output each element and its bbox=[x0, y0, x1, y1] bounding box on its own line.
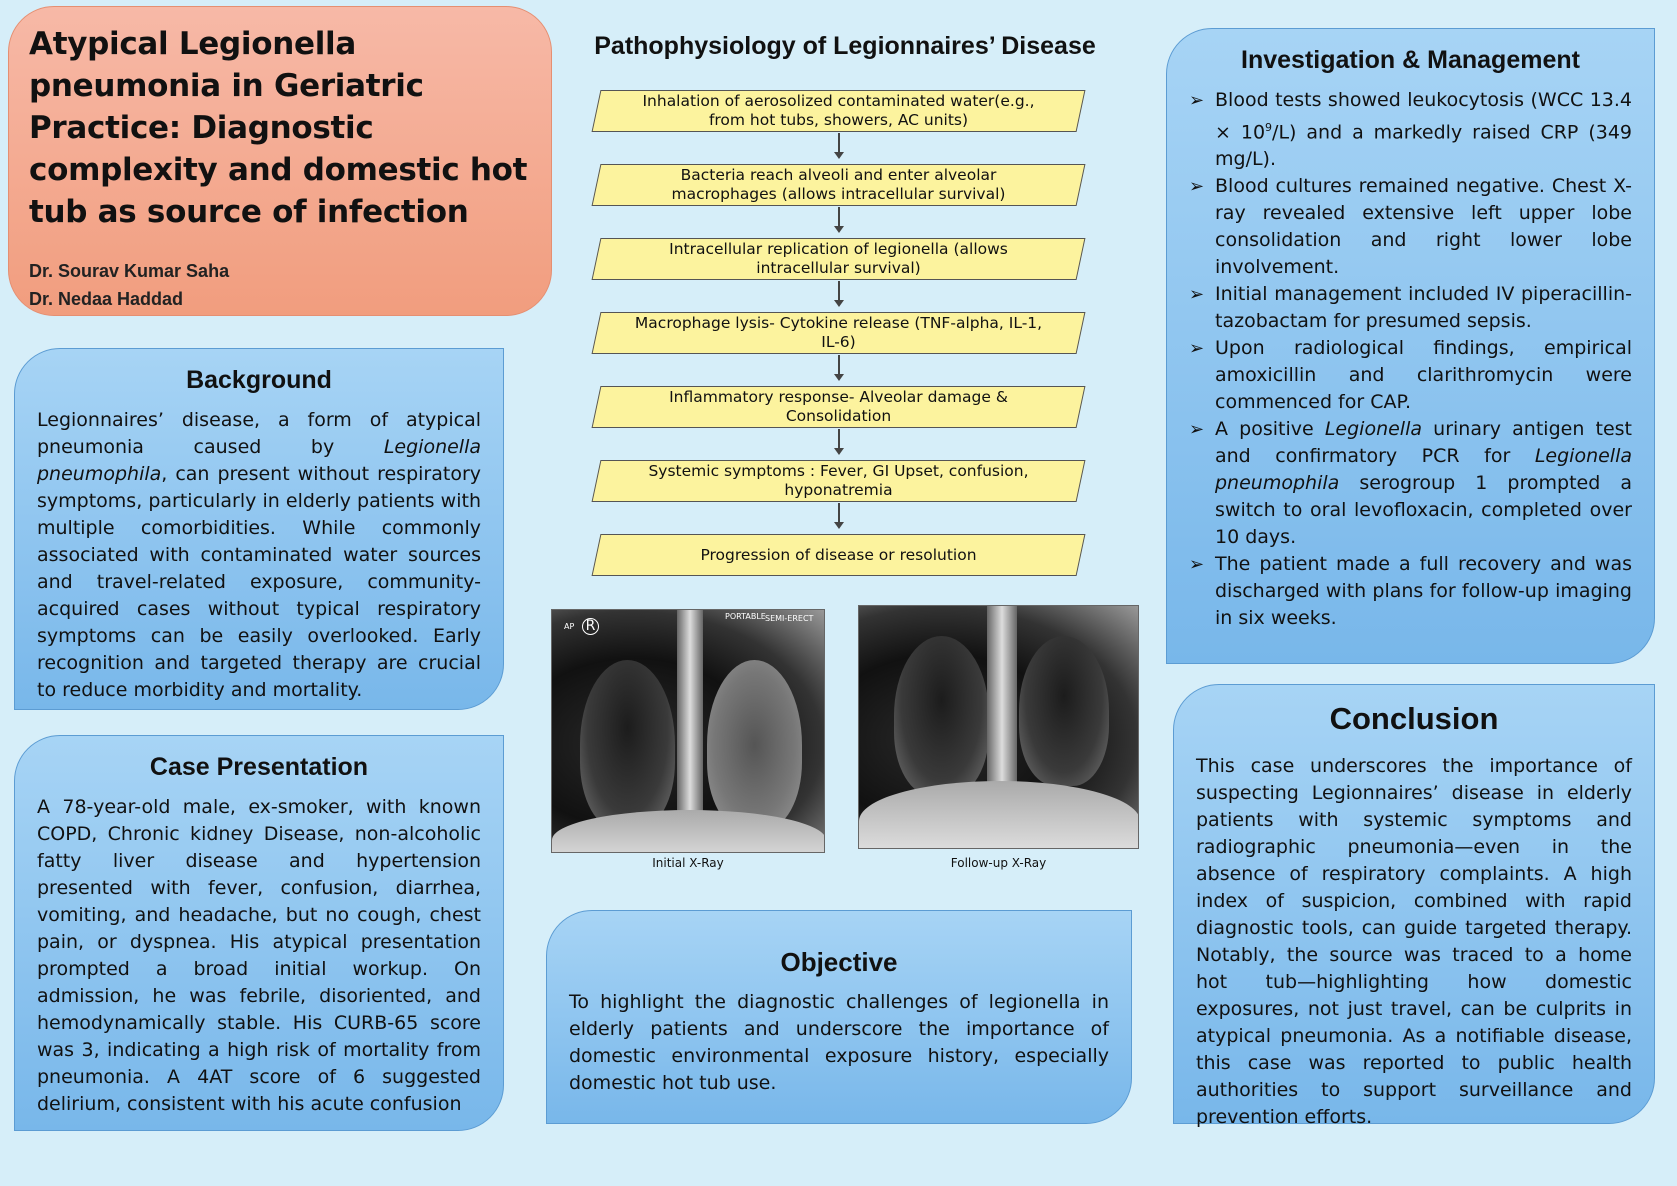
conclusion-text: This case underscores the importance of … bbox=[1196, 755, 1632, 1128]
case-presentation-panel: Case Presentation A 78-year-old male, ex… bbox=[14, 735, 504, 1131]
objective-text: To highlight the diagnostic challenges o… bbox=[569, 991, 1109, 1094]
author-2: Dr. Nedaa Haddad bbox=[29, 289, 184, 309]
background-text: Legionnaires’ disease, a form of atypica… bbox=[37, 409, 481, 701]
conclusion-panel: Conclusion This case underscores the imp… bbox=[1173, 684, 1655, 1128]
flow-step: Progression of disease or resolution bbox=[591, 534, 1086, 576]
flow-arrow-icon bbox=[834, 503, 844, 529]
initial-xray-image: AP R PORTABLE SEMI-ERECT bbox=[551, 609, 825, 853]
flow-arrow-icon bbox=[834, 281, 844, 307]
list-item: Blood cultures remained negative. Chest … bbox=[1189, 173, 1632, 281]
author-1: Dr. Sourav Kumar Saha bbox=[29, 261, 230, 281]
flow-arrow-icon bbox=[834, 429, 844, 455]
flow-step: Inhalation of aerosolized contaminated w… bbox=[591, 90, 1086, 159]
flow-step: Macrophage lysis- Cytokine release (TNF-… bbox=[591, 312, 1086, 381]
investigation-list: Blood tests showed leukocytosis (WCC 13.… bbox=[1189, 87, 1632, 632]
list-item: Initial management included IV piperacil… bbox=[1189, 281, 1632, 335]
background-heading: Background bbox=[186, 366, 332, 394]
list-item: The patient made a full recovery and was… bbox=[1189, 551, 1632, 632]
followup-xray-caption: Follow-up X-Ray bbox=[950, 856, 1047, 870]
investigation-heading: Investigation & Management bbox=[1241, 46, 1580, 74]
flow-step: Intracellular replication of legionella … bbox=[591, 238, 1086, 307]
followup-xray-image bbox=[858, 605, 1139, 849]
poster-title: Atypical Legionella pneumonia in Geriatr… bbox=[29, 26, 528, 230]
conclusion-heading: Conclusion bbox=[1329, 701, 1499, 736]
flow-step: Inflammatory response- Alveolar damage &… bbox=[591, 386, 1086, 455]
pathophysiology-heading: Pathophysiology of Legionnaires’ Disease bbox=[594, 32, 1096, 60]
xray-r-marker: R bbox=[582, 618, 599, 635]
case-heading: Case Presentation bbox=[149, 753, 369, 781]
pathophysiology-flowchart: Inhalation of aerosolized contaminated w… bbox=[591, 90, 1086, 608]
background-panel: Background Legionnaires’ disease, a form… bbox=[14, 348, 504, 710]
initial-xray-caption: Initial X-Ray bbox=[652, 856, 724, 870]
flow-arrow-icon bbox=[834, 355, 844, 381]
author-list: Dr. Sourav Kumar Saha Dr. Nedaa Haddad bbox=[29, 257, 531, 313]
objective-heading: Objective bbox=[780, 947, 898, 977]
case-text: A 78-year-old male, ex-smoker, with know… bbox=[37, 796, 481, 1115]
list-item: A positive Legionella urinary antigen te… bbox=[1189, 416, 1632, 551]
xray-ap-tag: AP bbox=[564, 622, 575, 631]
investigation-panel: Investigation & Management Blood tests s… bbox=[1166, 28, 1655, 664]
title-box: Atypical Legionella pneumonia in Geriatr… bbox=[8, 6, 552, 316]
xray-portable-tag: PORTABLE bbox=[725, 612, 766, 621]
flow-step: Systemic symptoms : Fever, GI Upset, con… bbox=[591, 460, 1086, 529]
flow-arrow-icon bbox=[834, 133, 844, 159]
xray-semi-erect-tag: SEMI-ERECT bbox=[765, 614, 814, 623]
flow-step: Bacteria reach alveoli and enter alveola… bbox=[591, 164, 1086, 233]
list-item: Blood tests showed leukocytosis (WCC 13.… bbox=[1189, 87, 1632, 173]
list-item: Upon radiological findings, empirical am… bbox=[1189, 335, 1632, 416]
objective-panel: Objective To highlight the diagnostic ch… bbox=[546, 910, 1132, 1124]
organism-name: Legionella pneumophila bbox=[37, 436, 481, 485]
flow-arrow-icon bbox=[834, 207, 844, 233]
